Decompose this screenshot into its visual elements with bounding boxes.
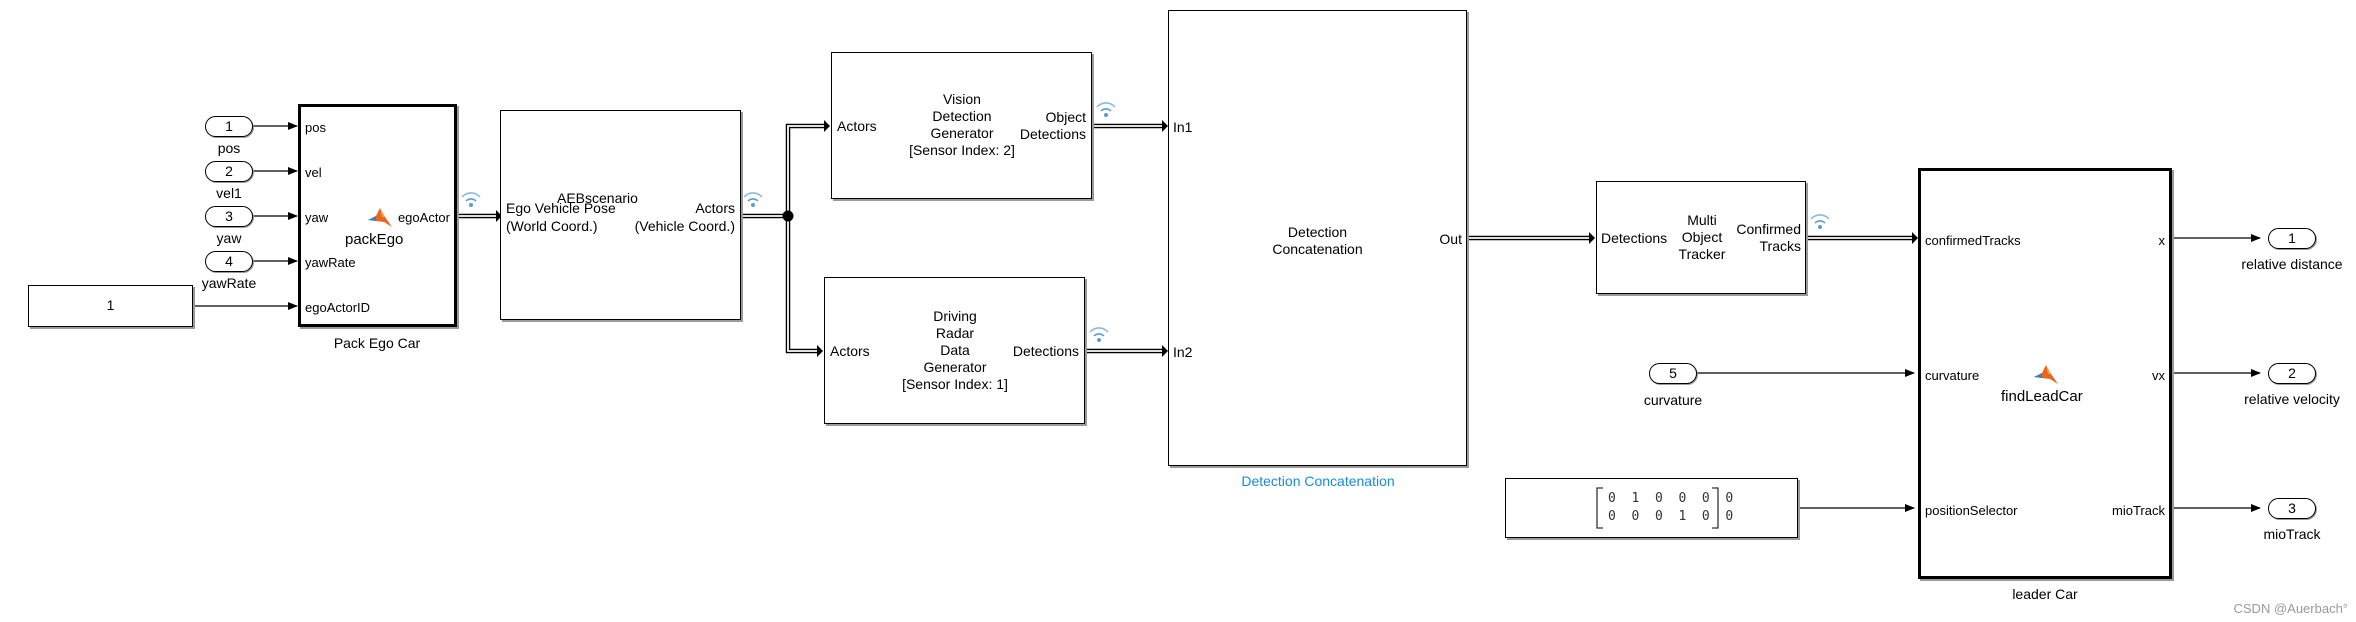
outport-3[interactable]: 3 (2268, 498, 2316, 519)
inport-4[interactable]: 4 (205, 251, 253, 272)
wireless-icon (1089, 327, 1109, 342)
watermark: CSDN @Auerbach° (2233, 601, 2349, 616)
scenario-title: AEBscenario (557, 190, 638, 206)
inport-1-label: pos (217, 140, 241, 156)
bus-vision-detections[interactable] (1092, 120, 1168, 132)
vision-line-1: Vision (943, 91, 981, 107)
leader-in-curvature: curvature (1925, 368, 1980, 383)
tracker-line-2: Object (1681, 229, 1723, 245)
bus-radar-detections[interactable] (1085, 345, 1168, 357)
bus-actors[interactable] (741, 120, 830, 357)
pack-ego-in-yawrate: yawRate (305, 255, 356, 270)
concat-out: Out (1439, 231, 1462, 247)
inport-2[interactable]: 2 (205, 161, 253, 182)
detection-concatenation-block[interactable]: In1 In2 Detection Concatenation Out (1168, 10, 1467, 466)
leader-in-positionselector: positionSelector (1925, 503, 2018, 518)
radar-line-1: Driving (933, 308, 977, 324)
leader-car-block[interactable]: confirmedTracks curvature positionSelect… (1918, 168, 2172, 579)
matrix-row-1: 0 1 0 0 0 0 (1608, 491, 1734, 506)
vision-line-2: Detection (932, 108, 992, 124)
wireless-icon (1810, 214, 1830, 229)
inport-2-label: vel1 (216, 185, 242, 201)
pack-ego-car-block[interactable]: pos vel yaw yawRate egoActorID egoActor … (298, 104, 457, 327)
vision-detection-generator-block[interactable]: Actors Vision Detection Generator [Senso… (831, 52, 1092, 199)
pack-ego-in-egoactorid: egoActorID (305, 300, 371, 315)
radar-out-detections: Detections (1012, 343, 1079, 359)
inport-5-label: curvature (1643, 392, 1703, 408)
radar-line-5: [Sensor Index: 1] (902, 376, 1008, 392)
wireless-icon (743, 192, 763, 207)
concat-in2: In2 (1173, 344, 1193, 360)
inport-3-label: yaw (216, 230, 242, 246)
concat-line2: Concatenation (1272, 241, 1363, 257)
matrix-row-2: 0 0 0 1 0 0 (1608, 509, 1734, 524)
inport-3[interactable]: 3 (205, 206, 253, 227)
inport-1[interactable]: 1 (205, 116, 253, 137)
inport-4-label: yawRate (201, 275, 257, 291)
bus-confirmed-tracks[interactable] (1806, 232, 1918, 244)
matrix-right-bracket (1712, 487, 1719, 529)
pack-ego-in-vel: vel (305, 165, 322, 180)
leader-out-vx: vx (2152, 368, 2165, 383)
leader-out-miotrack: mioTrack (2112, 503, 2165, 518)
scenario-reader-block[interactable]: AEBscenario Ego Vehicle Pose (World Coor… (500, 110, 741, 320)
radar-data-generator-block[interactable]: Actors Driving Radar Data Generator [Sen… (824, 277, 1085, 424)
leader-function-name: findLeadCar (2001, 388, 2083, 405)
constant-value: 1 (106, 297, 115, 313)
matlab-icon (368, 208, 392, 227)
outport-1-label: relative distance (2241, 256, 2343, 272)
wireless-icon (461, 192, 481, 207)
outport-1[interactable]: 1 (2268, 228, 2316, 249)
multi-object-tracker-block[interactable]: Detections Multi Object Tracker Confirme… (1596, 181, 1806, 294)
outport-2[interactable]: 2 (2268, 363, 2316, 384)
pack-ego-in-pos: pos (305, 120, 326, 135)
leader-out-x: x (2158, 233, 2166, 248)
radar-line-3: Data (940, 342, 970, 358)
matlab-icon (2034, 365, 2058, 384)
tracker-out-line2: Tracks (1759, 238, 1801, 254)
pack-ego-out-egoactor: egoActor (397, 210, 450, 225)
scenario-in-line1: Ego Vehicle Pose (506, 200, 616, 216)
concat-line1: Detection (1287, 224, 1348, 240)
matrix-left-bracket (1596, 487, 1603, 529)
wireless-icon (1096, 102, 1116, 117)
bus-concat-out[interactable] (1467, 232, 1595, 244)
bus-ego-actor[interactable] (457, 210, 502, 222)
concat-in1: In1 (1173, 119, 1193, 135)
scenario-out-line1: Actors (695, 200, 735, 216)
tracker-out-line1: Confirmed (1736, 221, 1801, 237)
radar-line-4: Generator (923, 359, 987, 375)
leader-car-name: leader Car (2012, 586, 2078, 602)
outport-2-label: relative velocity (2244, 391, 2340, 407)
inport-5[interactable]: 5 (1649, 363, 1697, 384)
vision-line-4: [Sensor Index: 2] (909, 142, 1015, 158)
tracker-line-1: Multi (1687, 212, 1717, 228)
scenario-in-line2: (World Coord.) (506, 218, 598, 234)
tracker-in-detections: Detections (1601, 230, 1668, 246)
outport-3-label: mioTrack (2263, 526, 2321, 542)
tracker-line-3: Tracker (1678, 246, 1726, 262)
constant-block[interactable]: 1 (28, 285, 193, 327)
vision-in-actors: Actors (837, 118, 877, 134)
position-selector-constant[interactable]: 0 1 0 0 0 0 0 0 0 1 0 0 (1505, 478, 1798, 538)
leader-in-confirmedtracks: confirmedTracks (1925, 233, 2021, 248)
pack-ego-car-name: Pack Ego Car (333, 335, 421, 351)
vision-line-3: Generator (930, 125, 994, 141)
radar-in-actors: Actors (830, 343, 870, 359)
scenario-out-line2: (Vehicle Coord.) (634, 218, 735, 234)
radar-line-2: Radar (935, 325, 975, 341)
pack-ego-function-name: packEgo (345, 231, 404, 248)
pack-ego-in-yaw: yaw (305, 210, 329, 225)
vision-out-line1: Object (1045, 109, 1086, 125)
detection-concatenation-link[interactable]: Detection Concatenation (1241, 473, 1395, 489)
vision-out-line2: Detections (1019, 126, 1086, 142)
